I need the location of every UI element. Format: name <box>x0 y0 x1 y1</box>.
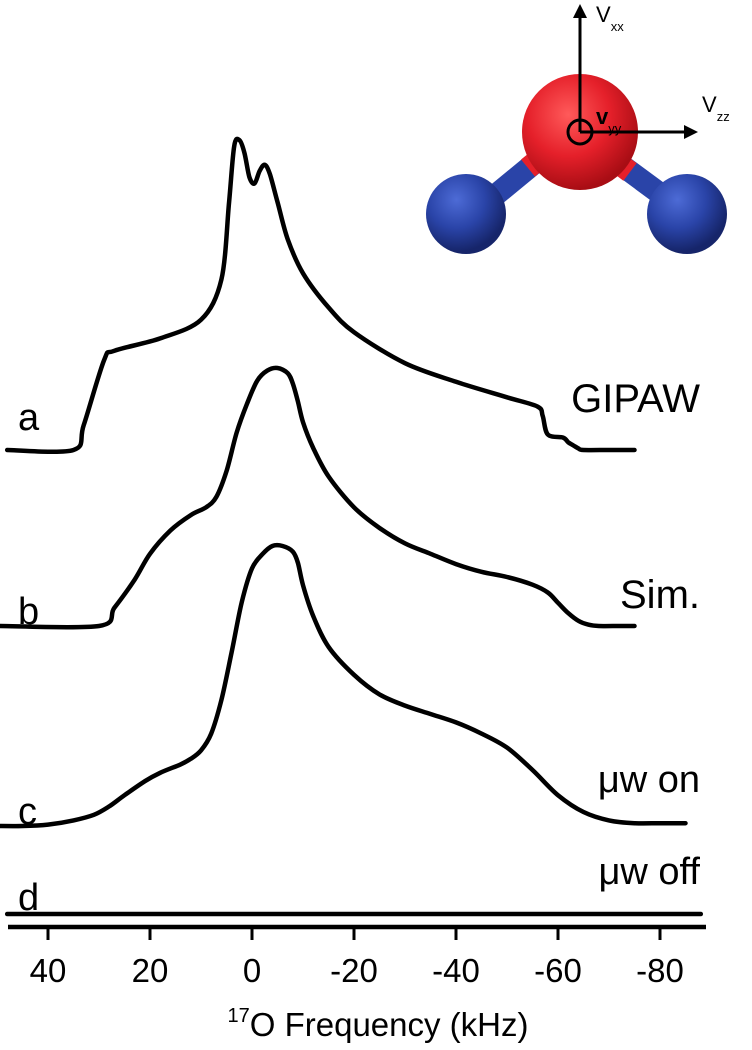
trace-letter-c: c <box>18 791 37 833</box>
x-tick-label: 0 <box>243 952 261 989</box>
hydrogen-atom-right <box>647 174 727 254</box>
spectra-traces <box>0 136 704 917</box>
x-axis: 40 20 0 -20 -40 -60 -80 17O Frequency (kHz) <box>8 924 706 1043</box>
hydrogen-atom-left <box>426 174 506 254</box>
trace-letter-a: a <box>18 397 40 439</box>
vxx-label: Vxx <box>596 2 624 34</box>
vxx-arrowhead <box>573 4 587 18</box>
vyy-label: vyy <box>596 104 622 136</box>
trace-name-c: μw on <box>598 759 700 801</box>
x-tick-label: -20 <box>330 952 378 989</box>
trace-letter-d: d <box>18 877 39 919</box>
x-axis-ticks: 40 20 0 -20 -40 -60 -80 <box>30 927 684 989</box>
vzz-label: Vzz <box>702 92 730 124</box>
x-tick-label: 40 <box>30 952 67 989</box>
spectrum-trace-c <box>0 542 688 829</box>
trace-name-a: GIPAW <box>571 377 700 421</box>
x-tick-label: -60 <box>534 952 582 989</box>
trace-name-b: Sim. <box>620 573 700 617</box>
water-molecule-inset: Vxx Vzz vyy <box>426 2 730 254</box>
series-labels: a GIPAW b Sim. c μw on d μw off <box>18 377 700 919</box>
x-axis-title: 17O Frequency (kHz) <box>228 1005 529 1043</box>
x-tick-label: -40 <box>432 952 480 989</box>
x-tick-label: 20 <box>132 952 169 989</box>
x-tick-label: -80 <box>636 952 684 989</box>
trace-name-d: μw off <box>599 851 701 893</box>
trace-letter-b: b <box>18 591 39 633</box>
vyy-out-of-plane-symbol <box>566 118 594 146</box>
spectrum-trace-a <box>4 136 637 455</box>
vzz-arrowhead <box>684 125 698 139</box>
spectrum-trace-b <box>0 365 637 630</box>
